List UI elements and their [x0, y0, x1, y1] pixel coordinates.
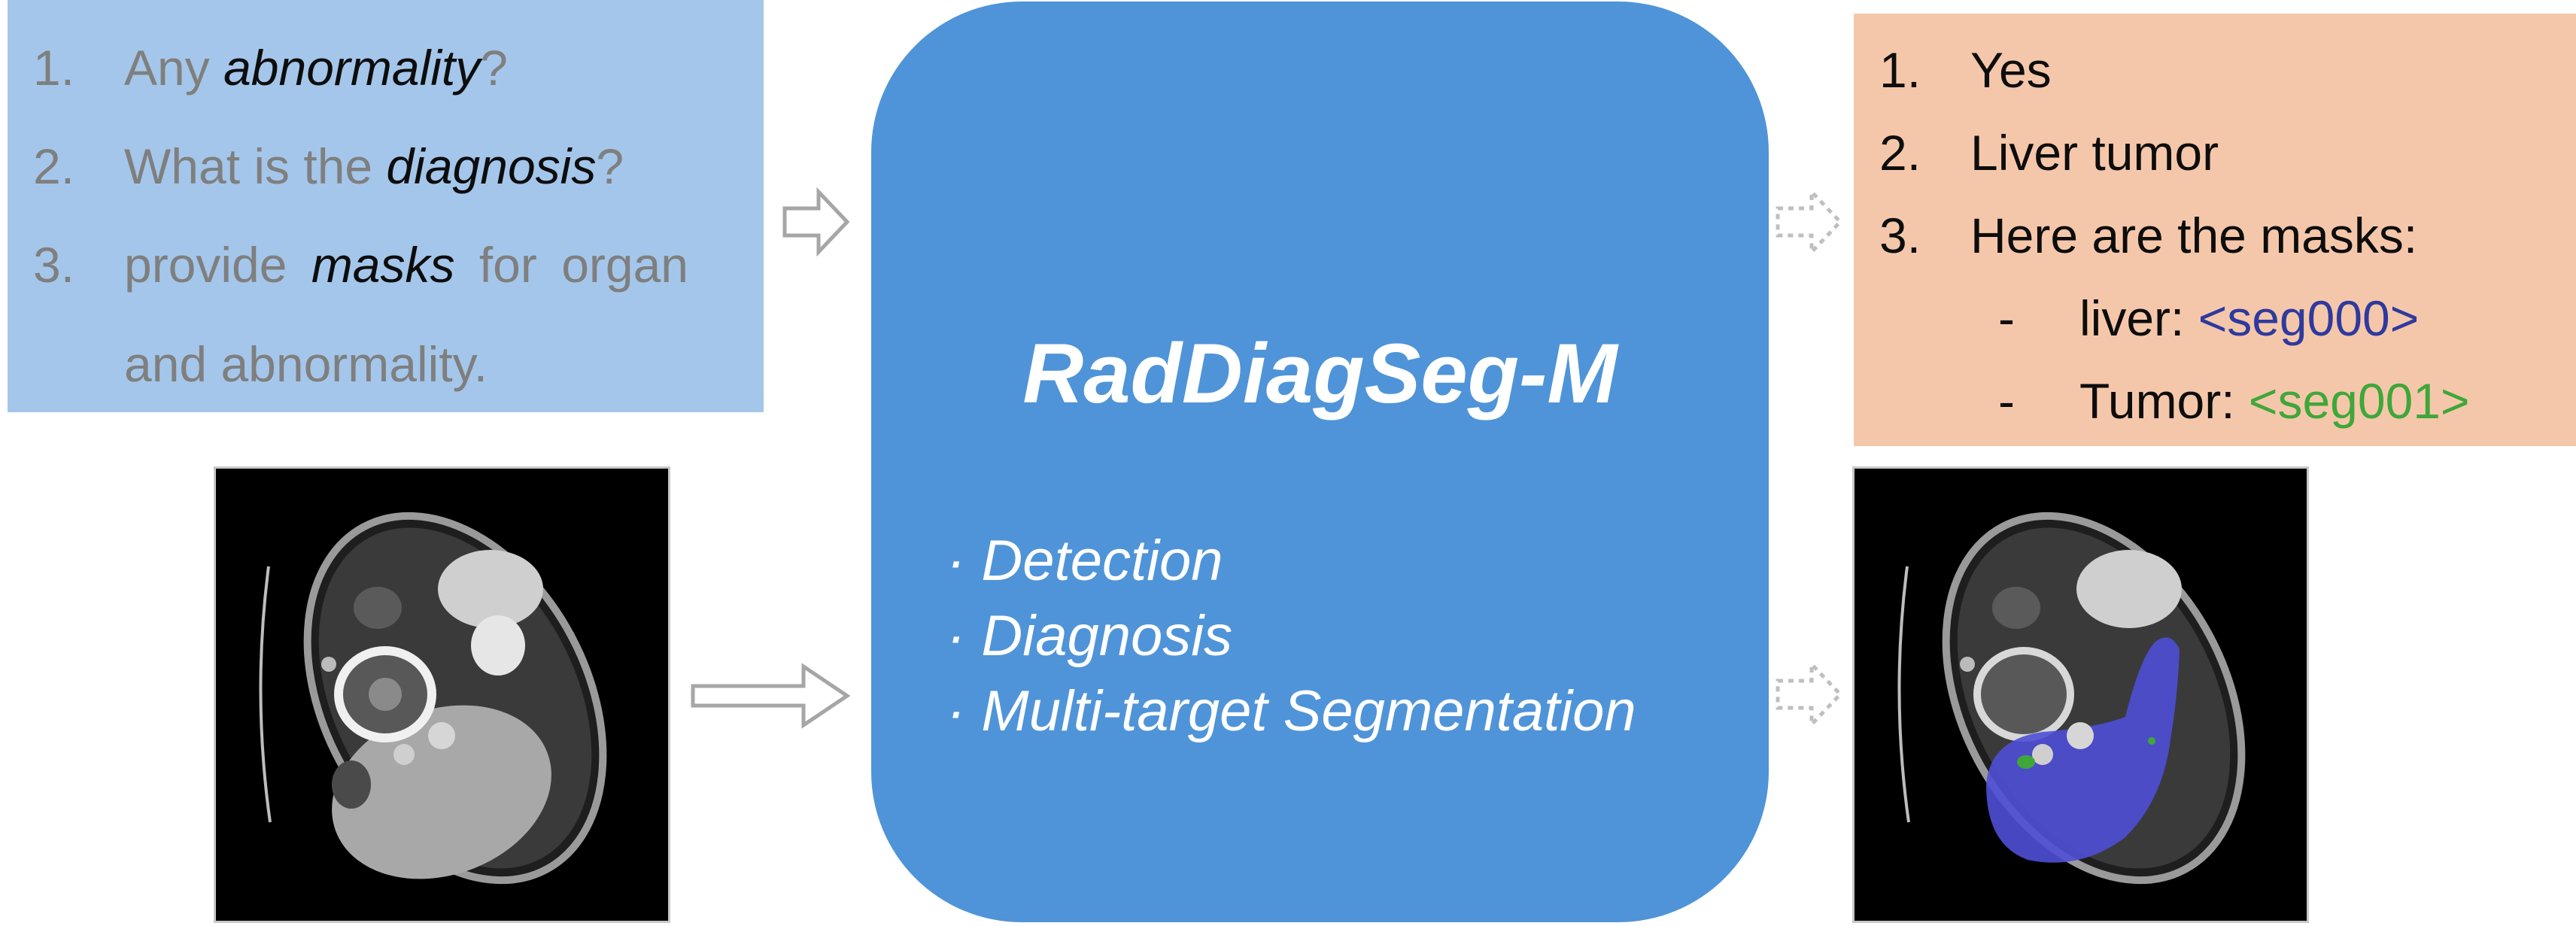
arrow-right-icon [782, 187, 850, 257]
question-2-number: 2. [33, 138, 75, 194]
seg001-token: <seg001> [2248, 373, 2470, 429]
liver-mask [1986, 637, 2180, 863]
question-1-suffix: ? [480, 40, 508, 96]
question-3-number: 3. [33, 237, 75, 293]
question-2: 2. What is the diagnosis? [8, 121, 764, 211]
question-3-keyword: masks [311, 237, 455, 293]
mask-item-liver-text: liver: <seg000> [2079, 281, 2419, 356]
capability-diagnosis: · Diagnosis [946, 604, 1233, 668]
answer-3-text: Here are the masks: [1970, 208, 2418, 263]
question-1-keyword: abnormality [223, 40, 481, 96]
question-3-text: provide masks for organ [124, 220, 688, 310]
question-2-keyword: diagnosis [386, 138, 597, 194]
answer-2-number: 2. [1879, 125, 1921, 181]
mask-item-tumor-text: Tumor: <seg001> [2079, 363, 2470, 439]
question-1-prefix: Any [124, 40, 224, 96]
ct-scan-image [216, 469, 668, 921]
question-2-suffix: ? [596, 138, 624, 194]
question-3-continuation: and abnormality. [8, 319, 764, 409]
mask-item-tumor-dash: - [1998, 373, 2015, 429]
question-1-text: Any abnormality? [124, 23, 508, 113]
capability-detection: · Detection [946, 529, 1223, 593]
question-3-prefix: provide [124, 237, 311, 293]
question-panel: 1. Any abnormality? 2. What is the diagn… [8, 0, 764, 412]
dotted-arrow-right-icon [1776, 659, 1843, 730]
capability-segmentation: · Multi-target Segmentation [946, 679, 1636, 743]
input-ct-image [214, 466, 670, 923]
dotted-arrow-right-icon [1776, 187, 1843, 257]
arrow-right-icon [691, 663, 851, 729]
answer-2-text: Liver tumor [1970, 125, 2219, 181]
mask-liver-label: liver: [2079, 290, 2198, 346]
output-mask-arrow [1776, 659, 1843, 730]
mask-tumor-label: Tumor: [2079, 373, 2249, 429]
answer-3-number: 3. [1879, 208, 1921, 263]
answer-panel: 1. Yes 2. Liver tumor 3. Here are the ma… [1854, 14, 2576, 446]
tumor-mask [2017, 755, 2035, 769]
question-3: 3. provide masks for organ [8, 220, 764, 310]
input-text-arrow [782, 187, 850, 257]
question-3-continuation-text: and abnormality. [124, 336, 488, 392]
question-1-number: 1. [33, 40, 75, 96]
ct-scan-with-masks-image [1855, 469, 2307, 921]
question-3-suffix: for organ [454, 237, 688, 293]
answer-1-number: 1. [1879, 42, 1921, 98]
input-image-arrow [691, 662, 851, 730]
output-segmentation-image [1852, 466, 2309, 923]
question-2-text: What is the diagnosis? [124, 121, 624, 211]
model-block: RadDiagSeg-M · Detection · Diagnosis · M… [871, 2, 1769, 922]
seg000-token: <seg000> [2198, 290, 2420, 346]
output-text-arrow [1776, 187, 1843, 257]
mask-item-liver-dash: - [1998, 290, 2015, 346]
question-2-prefix: What is the [124, 138, 387, 194]
model-title: RadDiagSeg-M [1022, 326, 1618, 420]
question-1: 1. Any abnormality? [8, 23, 764, 113]
answer-1-text: Yes [1970, 42, 2052, 98]
